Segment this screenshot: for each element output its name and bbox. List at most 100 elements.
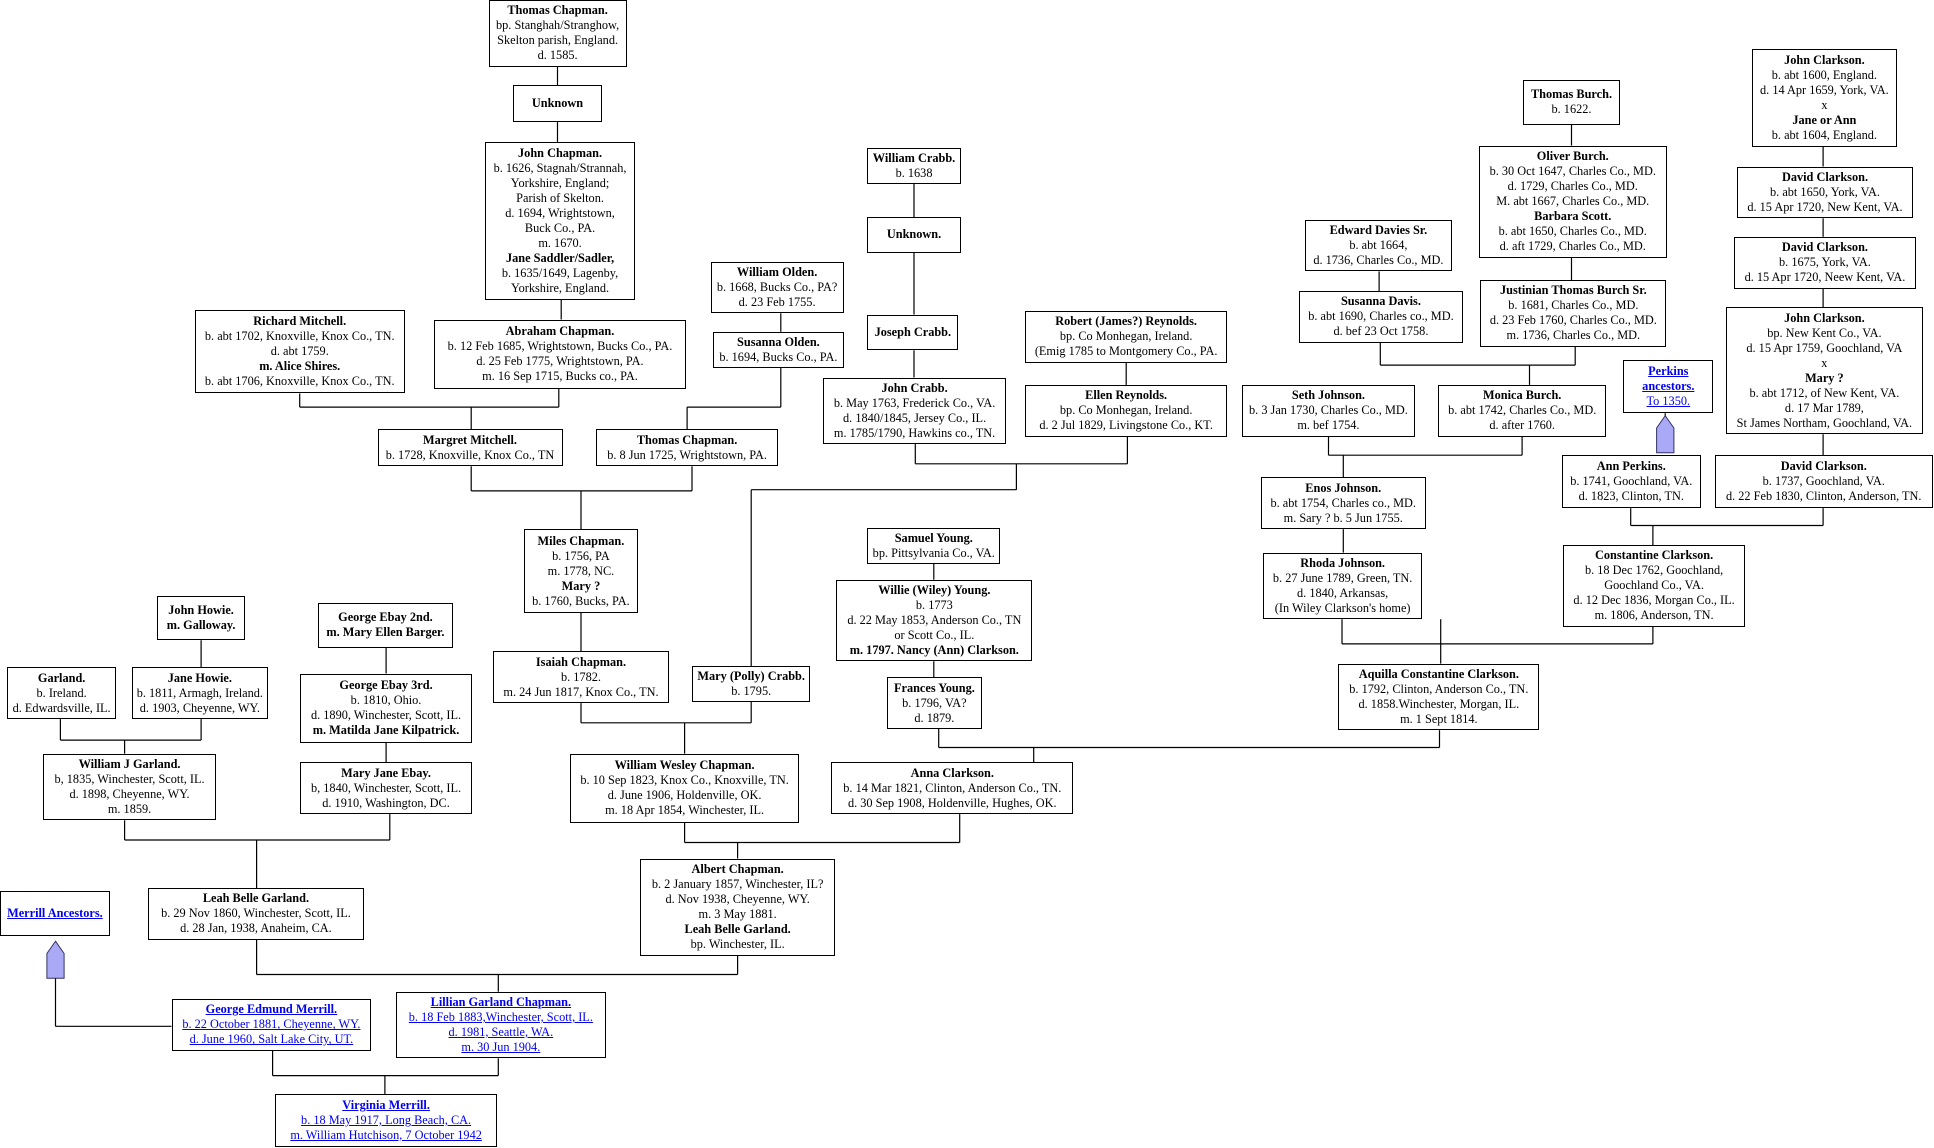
person-detail-line: d. 1879. [914, 710, 955, 725]
person-name: Mary Jane Ebay. [341, 765, 431, 780]
person-detail-line: d. 1903, Cheyenne, WY. [139, 700, 260, 715]
person-detail-line: b. 14 Mar 1821, Clinton, Anderson Co., T… [843, 780, 1062, 795]
person-detail-line: d. 2 Jul 1829, Livingstone Co., KT. [1039, 418, 1213, 433]
person-name: Rhoda Johnson. [1300, 555, 1386, 570]
person-name: Jane Howie. [167, 670, 232, 685]
person-name: Unknown [531, 96, 584, 111]
person-detail-line: bp. Co Monhegan, Ireland. [1059, 329, 1193, 344]
person-detail-line[interactable]: ancestors. [1642, 379, 1695, 394]
person-box-david-clarkson-1675: David Clarkson.b. 1675, York, VA.d. 15 A… [1734, 236, 1916, 289]
person-detail-line: b. 29 Nov 1860, Winchester, Scott, IL. [161, 906, 351, 921]
person-detail-line: b. abt 1742, Charles Co., MD. [1448, 403, 1597, 418]
person-detail-line: b. 1792, Clinton, Anderson Co., TN. [1349, 681, 1529, 696]
person-detail-line: d. 1910, Washington, DC. [322, 795, 450, 810]
person-name: Frances Young. [893, 680, 975, 695]
person-detail-line[interactable]: To 1350. [1646, 394, 1691, 409]
person-box-ann-perkins: Ann Perkins.b. 1741, Goochland, VA.d. 18… [1561, 455, 1701, 509]
person-detail-line: b. 10 Sep 1823, Knox Co., Knoxville, TN. [580, 773, 789, 788]
person-detail-line[interactable]: d. 1981, Seattle, WA. [448, 1024, 554, 1039]
person-detail-line[interactable]: b. 22 October 1881, Cheyenne, WY. [182, 1017, 361, 1032]
person-detail-line: d. 1840, Arkansas, [1297, 585, 1389, 600]
person-box-thomas-chapman-1725: Thomas Chapman.b. 8 Jun 1725, Wrightstow… [595, 429, 779, 467]
person-detail-line: b. 1694, Bucks Co., PA. [719, 349, 838, 364]
person-box-virginia-merrill[interactable]: Virginia Merrill.b. 18 May 1917, Long Be… [275, 1094, 498, 1148]
person-detail-line: b. abt 1650, York, VA. [1770, 184, 1880, 199]
person-detail-line: d. 1729, Charles Co., MD. [1507, 179, 1638, 194]
person-name: Susanna Olden. [737, 334, 820, 349]
person-name: Enos Johnson. [1305, 480, 1382, 495]
person-detail-line: m. 1859. [107, 801, 152, 816]
person-name: George Ebay 2nd. [338, 610, 433, 625]
person-box-lillian-garland-chapman[interactable]: Lillian Garland Chapman.b. 18 Feb 1883,W… [396, 991, 606, 1059]
person-detail-line: b. 1668, Bucks Co., PA? [716, 279, 838, 294]
person-name: Mary (Polly) Crabb. [697, 669, 805, 683]
person-detail-line: or Scott Co., IL. [894, 627, 975, 642]
person-name: Constantine Clarkson. [1594, 548, 1714, 563]
person-detail-line: b. abt 1650, Charles Co., MD. [1498, 224, 1647, 239]
person-detail-line: Barbara Scott. [1534, 209, 1612, 224]
person-detail-line[interactable]: b. 18 Feb 1883,Winchester, Scott, IL. [408, 1009, 593, 1024]
person-name: Thomas Chapman. [636, 432, 738, 447]
person-name[interactable]: Merrill Ancestors. [7, 905, 103, 920]
person-name: Willie (Wiley) Young. [878, 582, 991, 597]
person-name: William Crabb. [872, 150, 956, 165]
person-box-thomas-burch: Thomas Burch.b. 1622. [1523, 80, 1620, 125]
person-detail-line: m. Alice Shires. [259, 359, 341, 374]
person-detail-line: d. 25 Feb 1775, Wrightstown, PA. [476, 354, 644, 369]
person-box-william-crabb: William Crabb.b. 1638 [867, 148, 961, 184]
person-detail-line: b. abt 1706, Knoxville, Knox Co., TN. [204, 374, 395, 389]
person-detail-line[interactable]: m. 30 Jun 1904. [461, 1039, 541, 1054]
person-detail-line: bp. Stanghah/Stranghow, [496, 18, 620, 33]
person-detail-line: b. 18 Dec 1762, Goochland, [1584, 563, 1724, 578]
person-box-george-ebay-2nd: George Ebay 2nd.m. Mary Ellen Barger. [318, 603, 453, 648]
person-box-ellen-reynolds: Ellen Reynolds.bp. Co Monhegan, Ireland.… [1025, 384, 1228, 437]
person-name: Seth Johnson. [1291, 388, 1365, 403]
person-detail-line: d. aft 1729, Charles Co., MD. [1499, 239, 1646, 254]
person-detail-line: b. 2 January 1857, Winchester, IL? [651, 877, 824, 892]
person-name[interactable]: Virginia Merrill. [342, 1098, 430, 1113]
person-detail-line: d. 1898, Cheyenne, WY. [69, 786, 190, 801]
person-detail-line: Leah Belle Garland. [684, 922, 791, 937]
person-detail-line: b. 1796, VA? [902, 695, 967, 710]
person-box-mary-jane-ebay: Mary Jane Ebay.b, 1840, Winchester, Scot… [299, 762, 473, 815]
person-detail-line: Goochland Co., VA. [1604, 578, 1704, 593]
person-box-thomas-chapman-sr: Thomas Chapman.bp. Stanghah/Stranghow,Sk… [488, 0, 627, 67]
person-detail-line: M. abt 1667, Charles Co., MD. [1496, 194, 1650, 209]
person-detail-line[interactable]: m. William Hutchison, 7 October 1942 [290, 1128, 482, 1143]
person-detail-line: b. 1675, York, VA. [1779, 255, 1871, 270]
person-box-john-clarkson-1712: John Clarkson.bp. New Kent Co., VA.d. 15… [1725, 307, 1924, 435]
person-name[interactable]: Perkins [1648, 364, 1689, 379]
person-name: Robert (James?) Reynolds. [1055, 314, 1198, 329]
person-detail-line: b. 1622. [1551, 102, 1592, 117]
person-detail-line: b. 1638 [895, 165, 933, 180]
person-name: Edward Davies Sr. [1329, 222, 1428, 237]
up-arrow-icon[interactable] [1656, 414, 1675, 454]
person-name[interactable]: Lillian Garland Chapman. [430, 994, 572, 1009]
person-detail-line: d. Edwardsville, IL. [12, 700, 111, 715]
person-box-george-edmund-merrill[interactable]: George Edmund Merrill.b. 22 October 1881… [171, 999, 372, 1051]
person-name[interactable]: George Edmund Merrill. [205, 1002, 338, 1017]
person-box-merrill-ancestors[interactable]: Merrill Ancestors. [0, 890, 110, 937]
person-detail-line: d. 15 Apr 1720, New Kent, VA. [1747, 199, 1903, 214]
up-arrow-icon[interactable] [46, 940, 65, 979]
person-box-susanna-davis: Susanna Davis.b. abt 1690, Charles co., … [1298, 291, 1463, 343]
person-box-edward-davies: Edward Davies Sr.b. abt 1664,d. 1736, Ch… [1305, 219, 1452, 272]
person-detail-line[interactable]: d. June 1960, Salt Lake City, UT. [189, 1032, 354, 1047]
person-detail-line: b. 1810, Ohio. [350, 693, 422, 708]
person-detail-line: d. after 1760. [1489, 418, 1555, 433]
person-box-justinian-burch: Justinian Thomas Burch Sr.b. 1681, Charl… [1480, 280, 1667, 347]
person-detail-line: d. 15 Apr 1720, Neew Kent, VA. [1744, 270, 1906, 285]
person-box-joseph-crabb: Joseph Crabb. [867, 314, 959, 351]
person-detail-line: m. 1785/1790, Hawkins co., TN. [833, 425, 996, 440]
person-detail-line: d. 1585. [537, 48, 578, 63]
person-box-susanna-olden: Susanna Olden.b. 1694, Bucks Co., PA. [713, 331, 844, 368]
person-name: William Wesley Chapman. [614, 758, 755, 773]
person-name: John Howie. [168, 602, 234, 617]
person-name: Garland. [37, 670, 86, 685]
person-name: Leah Belle Garland. [202, 891, 310, 906]
person-detail-line: d. 1890, Winchester, Scott, IL. [310, 708, 462, 723]
person-name: Thomas Chapman. [507, 3, 608, 18]
person-detail-line[interactable]: b. 18 May 1917, Long Beach, CA. [301, 1113, 472, 1128]
